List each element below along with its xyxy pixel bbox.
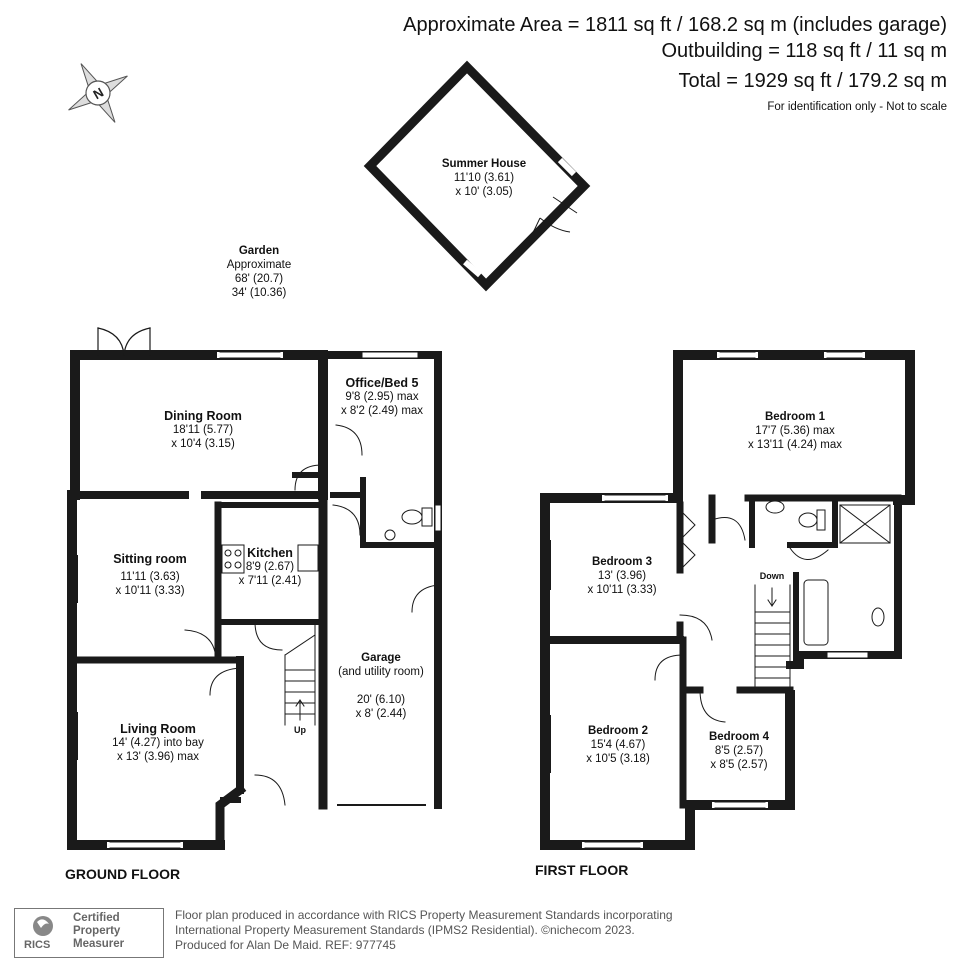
summer-house-label: Summer House 11'10 (3.61) x 10' (3.05)	[442, 157, 526, 199]
bedroom-4-dim1: 8'5 (2.57)	[714, 745, 764, 757]
office-dim1: 9'8 (2.95) max	[345, 391, 419, 403]
bedroom-1-dim1: 17'7 (5.36) max	[755, 425, 835, 437]
sitting-room-label: Sitting room 11'11 (3.63) x 10'11 (3.33)	[113, 552, 187, 598]
garage-name: Garage	[361, 652, 401, 664]
office-dim2: x 8'2 (2.49) max	[340, 405, 424, 417]
bedroom-2-dim2: x 10'5 (3.18)	[586, 753, 650, 765]
bedroom-1-label: Bedroom 1 17'7 (5.36) max x 13'11 (4.24)…	[748, 410, 842, 452]
badge-line-1: Certified	[73, 912, 120, 924]
stairs-down-label: Down	[759, 571, 785, 581]
compass-north-icon: N	[68, 63, 128, 123]
bedroom-2-name: Bedroom 2	[587, 725, 649, 737]
total-area-text: Total = 1929 sq ft / 179.2 sq m	[678, 70, 948, 92]
stairs-up-label: Up	[294, 725, 306, 735]
rics-word: RICS	[24, 939, 51, 951]
footer-line-3: Produced for Alan De Maid. REF: 977745	[175, 938, 396, 952]
kitchen-name: Kitchen	[247, 546, 293, 560]
outbuilding-area-text: Outbuilding = 118 sq ft / 11 sq m	[661, 40, 947, 62]
bedroom-4-name: Bedroom 4	[708, 731, 770, 743]
bedroom-3-dim2: x 10'11 (3.33)	[587, 584, 657, 596]
bedroom-1-dim2: x 13'11 (4.24) max	[747, 439, 843, 451]
ground-floor-plan	[67, 327, 442, 850]
first-floor-plan	[540, 350, 915, 850]
bedroom-3-label: Bedroom 3 13' (3.96) x 10'11 (3.33)	[587, 555, 656, 597]
approximate-area-text: Approximate Area = 1811 sq ft / 168.2 sq…	[403, 14, 947, 36]
garden-label: Garden Approximate 68' (20.7) 34' (10.36…	[227, 244, 292, 300]
dining-room-dim1: 18'11 (5.77)	[172, 424, 234, 436]
garage-sub: (and utility room)	[338, 666, 424, 678]
sitting-room-name: Sitting room	[113, 552, 187, 566]
disclaimer-text: For identification only - Not to scale	[767, 101, 947, 113]
summer-house-outline	[363, 60, 591, 292]
dining-room-dim2: x 10'4 (3.15)	[171, 438, 235, 450]
garage-dim1: 20' (6.10)	[356, 694, 406, 706]
kitchen-dim2: x 7'11 (2.41)	[238, 575, 302, 587]
footer-line-2: International Property Measurement Stand…	[175, 923, 635, 937]
bedroom-2-dim1: 15'4 (4.67)	[590, 739, 646, 751]
rics-certified-badge: RICS Certified Property Measurer	[14, 908, 164, 958]
bedroom-3-dim1: 13' (3.96)	[597, 570, 647, 582]
summer-house-dim1: 11'10 (3.61)	[453, 172, 515, 184]
bedroom-2-label: Bedroom 2 15'4 (4.67) x 10'5 (3.18)	[586, 724, 650, 766]
bedroom-3-name: Bedroom 3	[591, 556, 653, 568]
living-room-name: Living Room	[120, 722, 196, 736]
garden-line3: 34' (10.36)	[231, 287, 287, 299]
garage-dim2: x 8' (2.44)	[355, 708, 407, 720]
garage-label: Garage (and utility room) 20' (6.10) x 8…	[338, 651, 424, 721]
rics-logo-icon	[33, 916, 53, 936]
garden-line1: Approximate	[226, 259, 292, 271]
sitting-room-dim2: x 10'11 (3.33)	[115, 585, 185, 597]
sitting-room-dim1: 11'11 (3.63)	[120, 571, 180, 583]
ground-floor-title: GROUND FLOOR	[65, 866, 181, 882]
dining-room-name: Dining Room	[164, 409, 242, 423]
bedroom-1-name: Bedroom 1	[764, 411, 826, 423]
rics-certified-text: Certified Property Measurer	[73, 912, 124, 951]
kitchen-dim1: 8'9 (2.67)	[245, 561, 295, 573]
office-label: Office/Bed 5 9'8 (2.95) max x 8'2 (2.49)…	[341, 376, 423, 418]
dining-room-label: Dining Room 18'11 (5.77) x 10'4 (3.15)	[164, 409, 242, 451]
footer-notes: Floor plan produced in accordance with R…	[175, 908, 673, 953]
badge-line-3: Measurer	[73, 938, 125, 950]
office-name: Office/Bed 5	[345, 376, 419, 390]
summer-house-dim2: x 10' (3.05)	[455, 186, 513, 198]
garden-name: Garden	[238, 245, 280, 257]
badge-line-2: Property	[73, 925, 121, 937]
summer-house-name: Summer House	[441, 158, 527, 170]
bedroom-4-label: Bedroom 4 8'5 (2.57) x 8'5 (2.57)	[709, 730, 769, 772]
kitchen-label: Kitchen 8'9 (2.67) x 7'11 (2.41)	[239, 546, 302, 588]
garden-line2: 68' (20.7)	[234, 273, 284, 285]
living-room-dim2: x 13' (3.96) max	[116, 751, 200, 763]
living-room-label: Living Room 14' (4.27) into bay x 13' (3…	[112, 722, 204, 764]
footer-line-1: Floor plan produced in accordance with R…	[175, 908, 673, 922]
bedroom-4-dim2: x 8'5 (2.57)	[710, 759, 768, 771]
first-floor-title: FIRST FLOOR	[535, 862, 629, 878]
living-room-dim1: 14' (4.27) into bay	[112, 737, 204, 749]
